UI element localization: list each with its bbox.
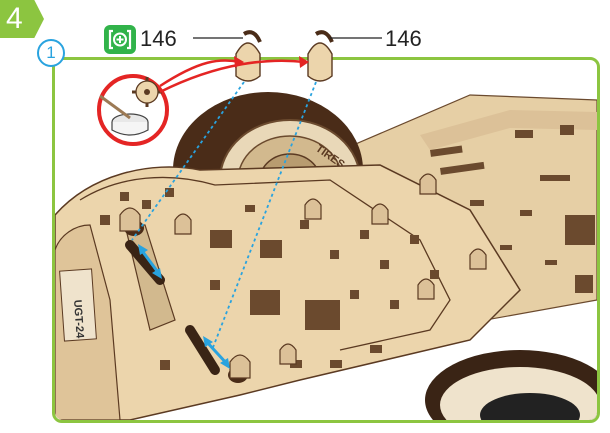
plus-in-brackets-icon: [104, 25, 136, 54]
rear-wheel: [425, 350, 610, 433]
glue-arrow-left: [160, 60, 240, 86]
part-label-right: 146: [385, 26, 422, 52]
glue-arrow-right: [160, 61, 305, 92]
substep-indicator: 1: [37, 39, 65, 67]
part-label-left: 146: [140, 26, 177, 52]
part-146-left: [236, 32, 260, 81]
part-146-right: [308, 32, 332, 81]
substep-number: 1: [46, 43, 55, 62]
